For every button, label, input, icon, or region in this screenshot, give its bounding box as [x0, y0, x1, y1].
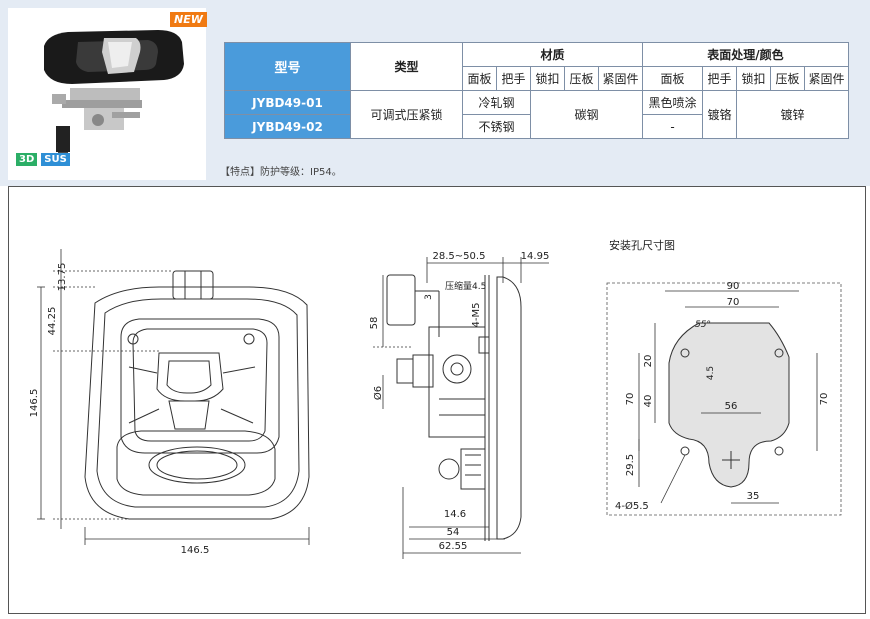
material-sub-fastener: 紧固件	[598, 66, 643, 91]
dim-70-left: 70	[625, 393, 636, 406]
dim-40: 40	[643, 395, 654, 408]
surface-sub-plate: 压板	[770, 66, 805, 91]
dim-29-5: 29.5	[625, 454, 636, 476]
surface-sub-latch: 锁扣	[736, 66, 771, 91]
cutout-boundary	[606, 282, 842, 516]
dim-70-top: 70	[727, 297, 740, 308]
lock-photo-illustration	[44, 30, 184, 162]
handle-surface: 镀铬	[702, 90, 737, 139]
header-model: 型号	[224, 42, 351, 91]
panel-material-2: 不锈钢	[462, 114, 531, 139]
compress-amount: 压缩量4.5	[445, 280, 486, 292]
dim-28-5-50-5: 28.5~50.5	[433, 251, 486, 262]
technical-drawing: 13.75 44.25 146.5 146.5	[29, 238, 842, 559]
material-sub-handle: 把手	[496, 66, 531, 91]
dim-146-5-width: 146.5	[181, 545, 210, 556]
angle-55: 55°	[695, 320, 711, 330]
material-sub-plate: 压板	[564, 66, 599, 91]
panel-material-1: 冷轧钢	[462, 90, 531, 115]
dim-62-55: 62.55	[439, 541, 468, 552]
3d-badge[interactable]: 3D	[16, 153, 38, 166]
dim-35: 35	[747, 491, 760, 502]
product-photo	[8, 8, 206, 180]
dim-90: 90	[727, 281, 740, 292]
new-badge: NEW	[170, 12, 207, 27]
dim-4-5: 4.5	[706, 366, 716, 380]
material-sub-panel: 面板	[462, 66, 497, 91]
spec-table: 型号 类型 材质 表面处理/颜色 面板 把手 锁扣 压板 紧固件 面板 把手 锁…	[224, 42, 849, 139]
surface-sub-panel: 面板	[642, 66, 703, 91]
product-info-panel: NEW 3D SUS 型号 类型 材质 表面处理/颜色 面板 把手 锁扣 压板 …	[0, 0, 870, 186]
dim-14-95: 14.95	[521, 251, 550, 262]
dim-d6: Ø6	[372, 386, 384, 400]
header-surface: 表面处理/颜色	[642, 42, 849, 67]
panel-surface-1: 黑色喷涂	[642, 90, 703, 115]
front-view	[84, 270, 310, 520]
surface-sub-handle: 把手	[702, 66, 737, 91]
dim-70-right: 70	[819, 393, 830, 406]
zinc-plating: 镀锌	[736, 90, 849, 139]
dim-4-m5: 4-M5	[471, 303, 482, 328]
panel-surface-2: -	[642, 114, 703, 139]
model-row-1[interactable]: JYBD49-01	[224, 90, 351, 115]
side-view-dims	[373, 257, 549, 559]
dim-13-75: 13.75	[57, 263, 68, 292]
carbon-steel: 碳钢	[530, 90, 643, 139]
dim-20: 20	[643, 355, 654, 368]
dim-3: 3	[424, 294, 434, 300]
cutout-title: 安装孔尺寸图	[609, 238, 675, 252]
type-value: 可调式压紧锁	[350, 90, 463, 139]
header-material: 材质	[462, 42, 643, 67]
dim-54: 54	[447, 527, 460, 538]
cutout-dims	[638, 290, 818, 504]
model-row-2[interactable]: JYBD49-02	[224, 114, 351, 139]
surface-sub-fastener: 紧固件	[804, 66, 849, 91]
material-sub-latch: 锁扣	[530, 66, 565, 91]
front-view-dims	[37, 249, 310, 545]
dim-146-5-height: 146.5	[29, 389, 40, 418]
holes-label: 4-Ø5.5	[615, 500, 649, 512]
feature-text: 【特点】防护等级：IP54。	[220, 167, 342, 178]
dim-44-25: 44.25	[47, 307, 58, 336]
side-view	[386, 274, 522, 541]
badge-row: 3D SUS	[16, 153, 70, 166]
dim-14-6: 14.6	[444, 509, 466, 520]
technical-drawing-frame: 13.75 44.25 146.5 146.5	[8, 186, 866, 614]
header-type: 类型	[350, 42, 463, 91]
dim-56: 56	[725, 401, 738, 412]
dim-58: 58	[369, 317, 380, 330]
sus-badge[interactable]: SUS	[41, 153, 70, 166]
